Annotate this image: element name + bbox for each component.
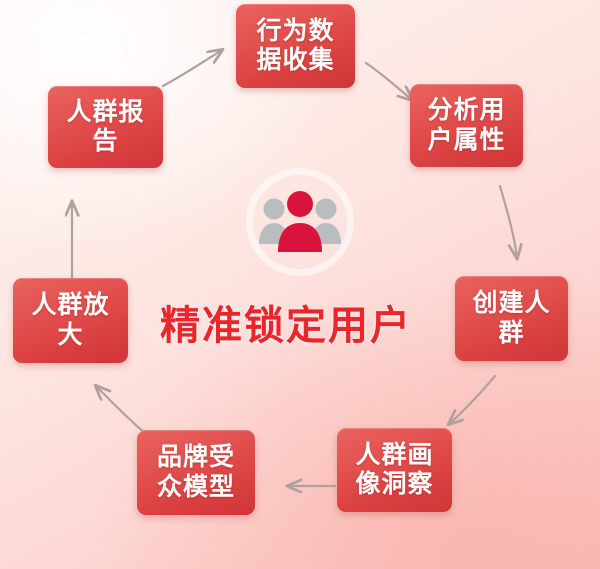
center-halo-ring: [246, 168, 354, 276]
node-audience-profile-insight[interactable]: 人群画 像洞察: [337, 428, 452, 512]
node-line: 户属性: [427, 125, 506, 154]
arrow-attributes-to-create: [498, 184, 517, 258]
node-behavior-data-collection[interactable]: 行为数 据收集: [236, 4, 355, 88]
node-line: 告: [92, 127, 119, 155]
arrow-collection-to-attributes: [364, 61, 412, 100]
node-line: 大: [57, 320, 84, 349]
arrow-create-to-profile: [449, 374, 497, 424]
node-line: 像洞察: [355, 470, 434, 498]
node-line: 众模型: [156, 472, 235, 501]
node-analyze-user-attributes[interactable]: 分析用 户属性: [410, 84, 523, 167]
node-line: 据收集: [256, 46, 335, 74]
node-audience-amplification[interactable]: 人群放 大: [13, 278, 128, 363]
people-group-icon: [259, 191, 341, 252]
center-title: 精准锁定用户: [160, 304, 412, 348]
arrow-brand-model-to-amplification: [96, 386, 148, 436]
node-line: 创建人: [472, 289, 551, 317]
node-line: 行为数: [256, 16, 335, 45]
node-brand-audience-model[interactable]: 品牌受 众模型: [137, 430, 255, 515]
node-line: 人群放: [31, 291, 110, 319]
node-line: 群: [498, 318, 525, 347]
arrow-report-to-collection: [161, 50, 222, 88]
node-line: 分析用: [427, 96, 506, 124]
node-line: 品牌受: [156, 443, 235, 471]
node-audience-report[interactable]: 人群报 告: [48, 86, 163, 168]
node-line: 人群画: [355, 440, 434, 469]
node-create-audience[interactable]: 创建人 群: [455, 276, 568, 361]
node-line: 人群报: [66, 97, 145, 126]
